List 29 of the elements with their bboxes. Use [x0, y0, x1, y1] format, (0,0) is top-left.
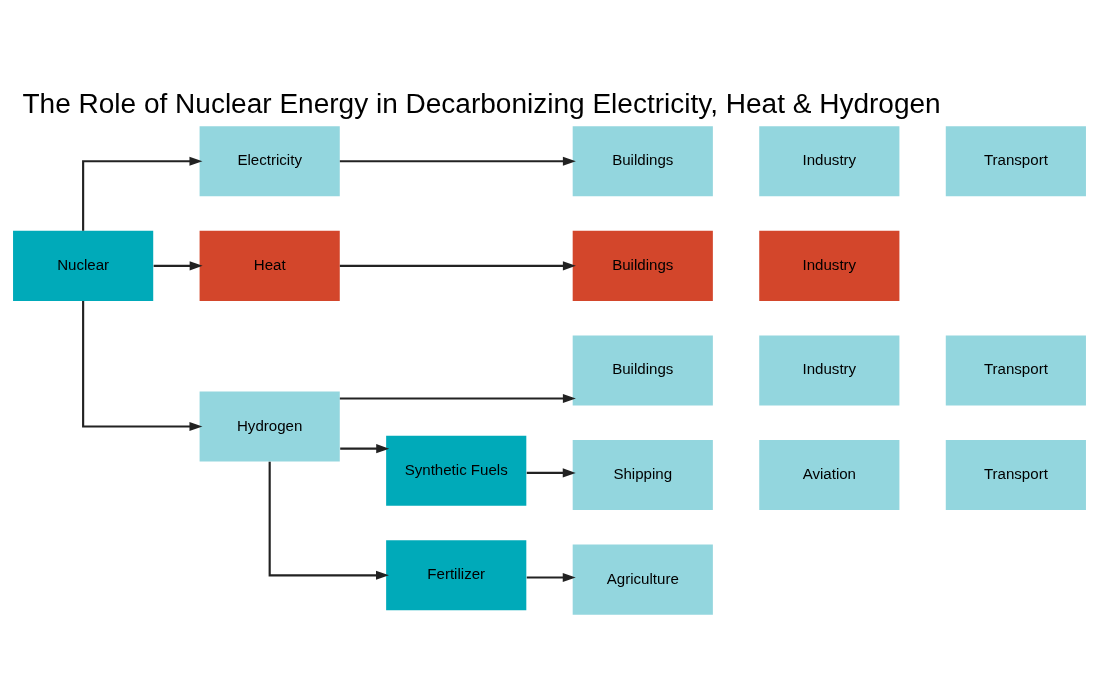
node-box: Transport — [945, 439, 1086, 510]
node-box: Electricity — [199, 125, 340, 196]
arrow — [339, 393, 576, 403]
node-box: Synthetic Fuels — [386, 435, 527, 506]
arrow — [153, 260, 203, 270]
node-box: Nuclear — [13, 230, 154, 301]
node-box: Shipping — [572, 439, 713, 510]
node-box: Buildings — [572, 125, 713, 196]
node-box: Industry — [759, 125, 900, 196]
arrow — [526, 467, 576, 477]
node-box: Hydrogen — [199, 391, 340, 462]
node-box: Heat — [199, 230, 340, 301]
arrow — [340, 443, 390, 453]
node-box: Aviation — [759, 439, 900, 510]
node-box: Fertilizer — [386, 539, 527, 610]
node-box: Transport — [945, 334, 1086, 405]
node-box: Industry — [759, 230, 900, 301]
node-box: Industry — [759, 334, 900, 405]
node-box: Transport — [945, 125, 1086, 196]
node-box: Agriculture — [572, 544, 713, 615]
arrow — [268, 461, 389, 580]
node-box: Buildings — [572, 334, 713, 405]
arrow — [82, 300, 203, 431]
arrow — [339, 156, 576, 166]
diagram-title: The Role of Nuclear Energy in Decarbonizing Electricity, Heat & Hydrogen — [22, 87, 941, 119]
node-box: Buildings — [572, 230, 713, 301]
arrow — [339, 260, 576, 270]
arrow — [82, 156, 203, 231]
arrow — [526, 572, 576, 582]
